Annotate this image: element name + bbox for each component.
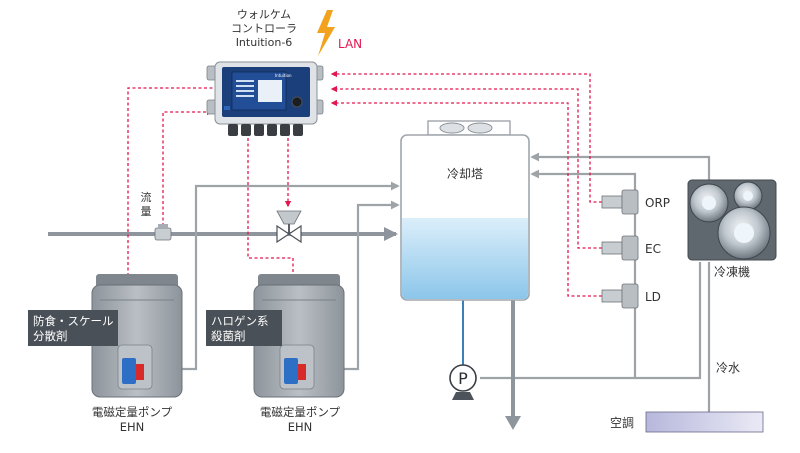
air-conditioner-label: 空調 — [610, 416, 634, 430]
circulation-pump-symbol: P — [458, 369, 468, 388]
pump-left-chemical-line1: 防食・スケール — [33, 314, 114, 328]
motorized-valve-icon — [276, 210, 302, 244]
circulation-pump-icon: P — [449, 364, 477, 400]
pump-left-model: EHN — [120, 420, 145, 434]
air-conditioner: 空調 — [610, 411, 764, 433]
pump-right-name: 電磁定量ポンプ — [260, 405, 341, 419]
controller: ウォルケム コントローラ Intuition-6 LAN Intuition — [206, 8, 362, 136]
chilled-water-label: 冷水 — [716, 361, 740, 375]
sensor-ec: EC — [601, 235, 661, 261]
sensor-ec-label: EC — [645, 242, 661, 256]
sensor-orp: ORP — [601, 189, 670, 215]
flow-label-line1: 流 — [141, 190, 152, 204]
lan-label: LAN — [338, 37, 362, 51]
controller-cable-glands — [228, 124, 303, 136]
pump-right-model: EHN — [288, 420, 313, 434]
flow-meter: 流 量 — [141, 190, 172, 241]
dosing-pump-left: 防食・スケール 分散剤 電磁定量ポンプ EHN — [28, 274, 183, 434]
controller-screen-brand: Intuition — [275, 73, 292, 78]
lightning-bolt-icon — [317, 10, 335, 56]
main-pipe — [48, 227, 398, 241]
dosing-pump-right: ハロゲン系 殺菌剤 電磁定量ポンプ EHN — [206, 274, 345, 434]
signal-lines — [124, 70, 602, 360]
flow-label-line2: 量 — [141, 205, 152, 218]
controller-name-line2: コントローラ — [231, 22, 297, 35]
pump-right-chemical-line2: 殺菌剤 — [211, 329, 246, 343]
pump-right-chemical-line1: ハロゲン系 — [211, 314, 269, 328]
pump-left-name: 電磁定量ポンプ — [92, 405, 173, 419]
sensor-orp-label: ORP — [645, 196, 670, 210]
chiller: 冷凍機 冷水 — [687, 179, 777, 375]
pump-left-chemical-line2: 分散剤 — [33, 329, 68, 343]
controller-name-line1: ウォルケム — [237, 8, 291, 21]
sensor-ld: LD — [601, 283, 661, 309]
tower-label: 冷却塔 — [447, 167, 483, 181]
cooling-fan-icon — [439, 122, 493, 134]
sensor-ld-label: LD — [645, 290, 661, 304]
cooling-tower: 冷却塔 — [400, 120, 530, 301]
chiller-label: 冷凍機 — [714, 264, 750, 279]
tower-water — [402, 218, 528, 299]
controller-name-line3: Intuition-6 — [236, 36, 293, 49]
